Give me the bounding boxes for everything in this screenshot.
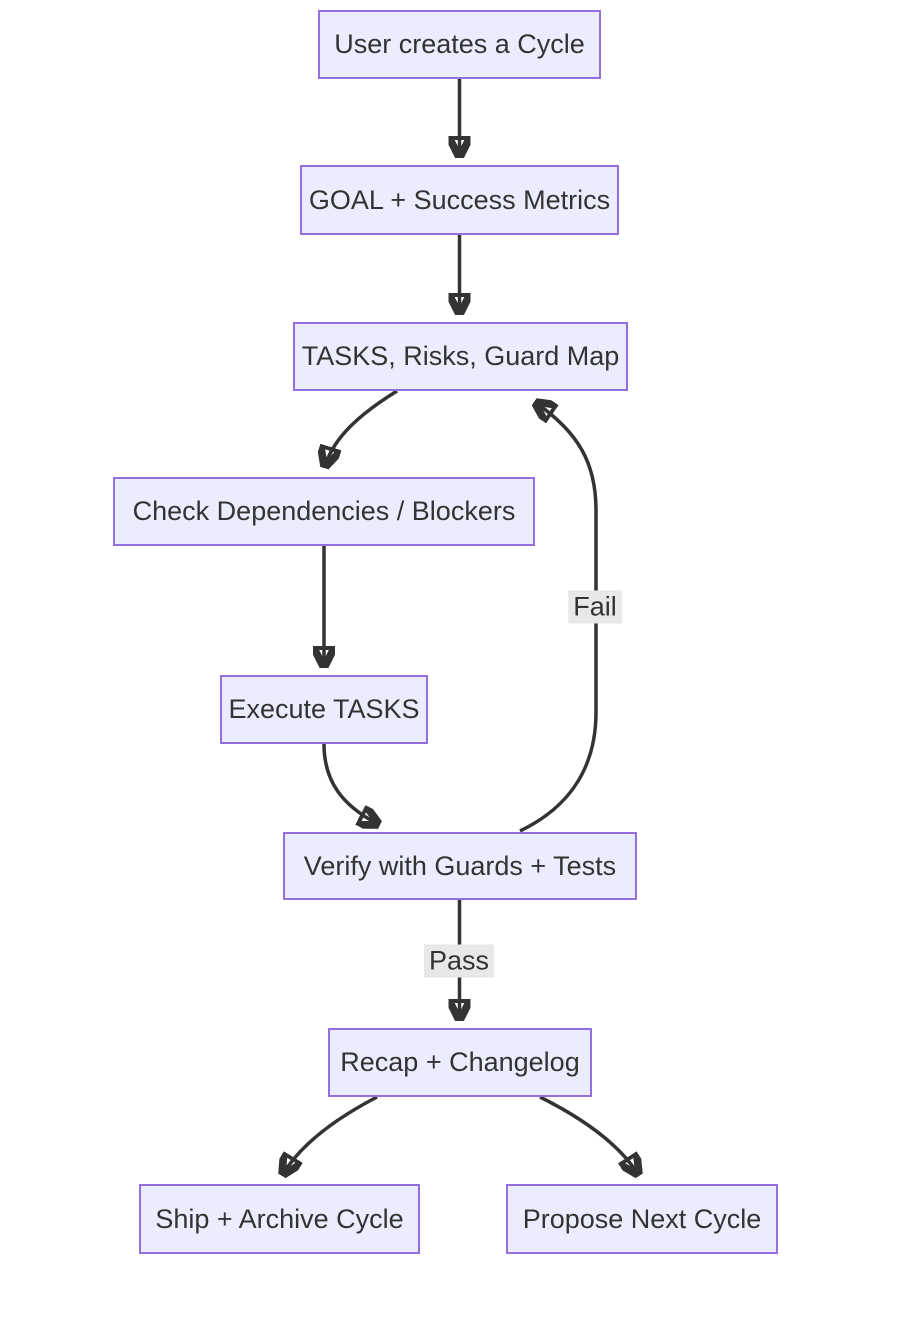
- node-goal-success-metrics: GOAL + Success Metrics: [300, 165, 619, 235]
- edge-recap-to-ship: [283, 1095, 378, 1174]
- edge-label-fail: Fail: [568, 590, 622, 624]
- node-propose-next-cycle: Propose Next Cycle: [506, 1184, 778, 1254]
- node-user-creates-cycle: User creates a Cycle: [318, 10, 601, 79]
- edge-recap-to-propose: [539, 1095, 638, 1174]
- edge-tasks-to-check: [325, 389, 398, 466]
- node-tasks-risks-guard-map: TASKS, Risks, Guard Map: [293, 322, 628, 391]
- edge-verify-fail-to-tasks: [519, 403, 598, 833]
- node-ship-archive-cycle: Ship + Archive Cycle: [139, 1184, 420, 1254]
- node-check-dependencies-blockers: Check Dependencies / Blockers: [113, 477, 535, 546]
- node-execute-tasks: Execute TASKS: [220, 675, 428, 744]
- node-verify-guards-tests: Verify with Guards + Tests: [283, 832, 637, 900]
- edge-execute-to-verify: [322, 743, 378, 824]
- edge-label-pass: Pass: [423, 944, 495, 978]
- node-recap-changelog: Recap + Changelog: [328, 1028, 592, 1097]
